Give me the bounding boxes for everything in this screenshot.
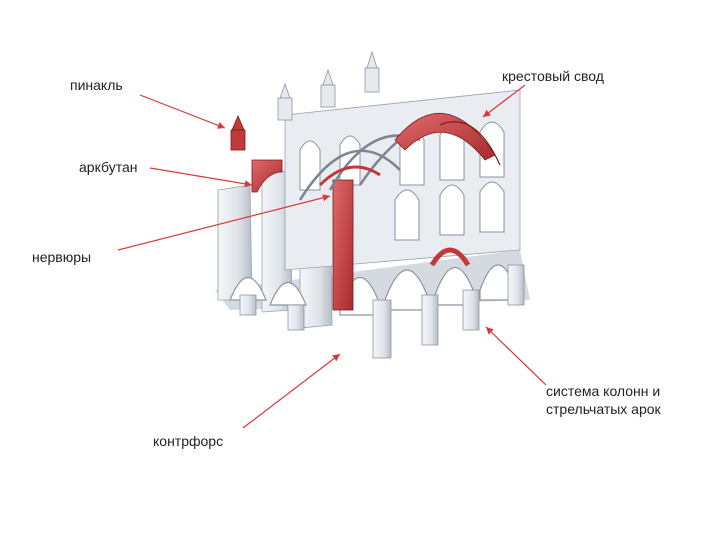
leader-buttress [243, 354, 340, 428]
label-cross-vault: крестовый свод [502, 67, 604, 85]
cathedral-illustration [215, 52, 530, 358]
leader-columns [486, 327, 546, 385]
label-flying-buttress: аркбутан [79, 158, 138, 176]
label-ribs: нервюры [32, 248, 91, 266]
leader-flying-buttress [150, 168, 252, 185]
label-columns-line2: стрельчатых арок [546, 400, 661, 418]
label-buttress: контрфорс [153, 432, 223, 450]
label-columns-arches: система колонн и стрельчатых арок [546, 382, 661, 418]
leader-pinnacle [140, 95, 225, 128]
label-columns-line1: система колонн и [546, 382, 661, 400]
label-pinnacle: пинакль [70, 76, 123, 94]
